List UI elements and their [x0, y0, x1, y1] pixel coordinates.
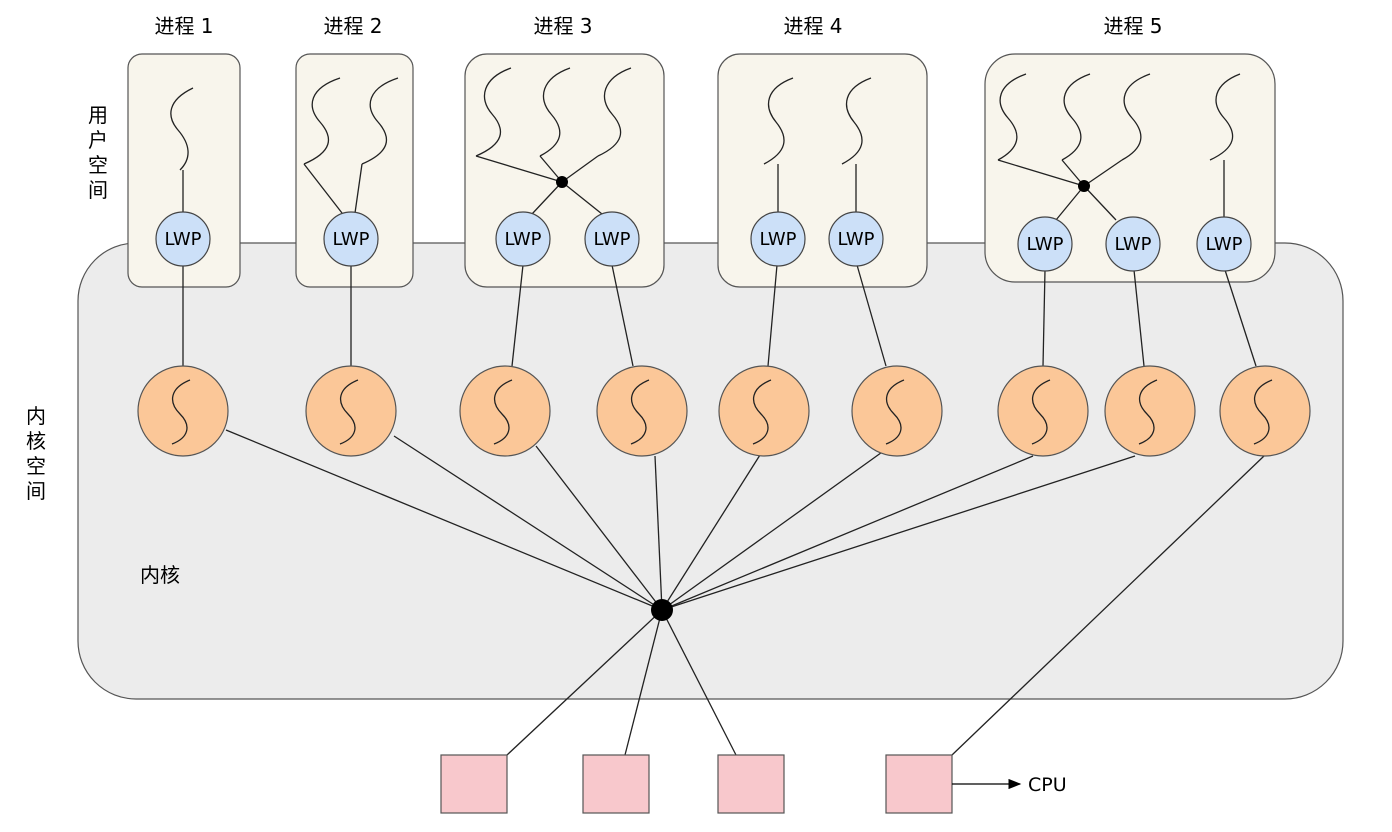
kernel-space-label: 内核空间 — [26, 404, 46, 503]
process-box-2 — [295, 53, 414, 288]
kernel-thread — [1219, 365, 1311, 457]
kernel-label: 内核 — [140, 563, 180, 587]
lwp-node: LWP — [323, 211, 379, 267]
lwp-label: LWP — [1114, 234, 1151, 255]
lwp-node: LWP — [155, 211, 211, 267]
cpu-label: CPU — [1028, 774, 1067, 796]
cpu-box — [440, 754, 508, 814]
lwp-label: LWP — [332, 229, 369, 250]
process-title-4: 进程 4 — [783, 14, 842, 38]
junction-dot — [1078, 180, 1090, 192]
process-box-1 — [127, 53, 241, 288]
cpu-boxes — [440, 754, 953, 814]
lwp-label: LWP — [837, 229, 874, 250]
user-thread-icon — [1209, 73, 1241, 161]
process-title-2: 进程 2 — [323, 14, 382, 38]
user-thread-icon — [841, 77, 872, 165]
lwp-node: LWP — [584, 211, 640, 267]
kernel-thread — [137, 365, 229, 457]
user-space-label: 用户空间 — [88, 103, 108, 202]
kernel-threads — [137, 365, 1311, 457]
user-thread-icon — [1061, 73, 1091, 161]
kernel-thread — [596, 365, 688, 457]
lwp-label: LWP — [504, 229, 541, 250]
lwp-node: LWP — [750, 211, 806, 267]
lwp-label: LWP — [164, 229, 201, 250]
lwp-nodes: LWP LWP LWP LWP LWP LWP LWP LWP LWP — [155, 211, 1252, 272]
lwp-node: LWP — [828, 211, 884, 267]
user-thread-icon — [763, 77, 794, 165]
scheduler-hub — [651, 599, 673, 621]
cpu-box — [885, 754, 953, 814]
user-thread-icon — [597, 67, 632, 157]
process-title-3: 进程 3 — [533, 14, 592, 38]
kernel-thread — [851, 365, 943, 457]
cpu-box — [582, 754, 650, 814]
cpu-box — [717, 754, 785, 814]
user-thread-icon — [303, 77, 341, 165]
kernel-thread — [997, 365, 1089, 457]
lwp-kernel-lines — [182, 264, 1257, 367]
thread-squiggle-icon — [630, 379, 650, 445]
kernel-thread — [305, 365, 397, 457]
user-thread-icon — [361, 77, 399, 165]
process-title-5: 进程 5 — [1103, 14, 1162, 38]
lwp-node: LWP — [1017, 216, 1073, 272]
user-connection-lines — [182, 155, 1225, 221]
lwp-label: LWP — [1026, 234, 1063, 255]
user-thread-icon — [1121, 73, 1151, 161]
junction-dot — [556, 176, 568, 188]
process-title-1: 进程 1 — [154, 14, 213, 38]
user-thread-icon — [997, 73, 1027, 161]
thread-squiggle-icon — [885, 379, 905, 445]
lwp-node: LWP — [495, 211, 551, 267]
lwp-label: LWP — [759, 229, 796, 250]
process-box-4 — [717, 53, 928, 288]
thread-squiggle-icon — [752, 379, 772, 445]
kernel-thread — [1104, 365, 1196, 457]
hub-lines — [225, 429, 1265, 756]
thread-squiggle-icon — [1253, 379, 1273, 445]
user-threads — [170, 67, 1241, 171]
thread-squiggle-icon — [339, 379, 359, 445]
thread-squiggle-icon — [1138, 379, 1158, 445]
lwp-node: LWP — [1105, 216, 1161, 272]
lwp-label: LWP — [1205, 234, 1242, 255]
kernel-thread — [718, 365, 810, 457]
user-thread-icon — [170, 87, 194, 171]
kernel-region — [77, 242, 1344, 700]
user-thread-icon — [475, 67, 512, 157]
thread-squiggle-icon — [171, 379, 191, 445]
lwp-node: LWP — [1196, 216, 1252, 272]
kernel-thread — [459, 365, 551, 457]
lwp-label: LWP — [593, 229, 630, 250]
thread-squiggle-icon — [1031, 379, 1051, 445]
user-thread-icon — [539, 67, 571, 157]
thread-squiggle-icon — [493, 379, 513, 445]
